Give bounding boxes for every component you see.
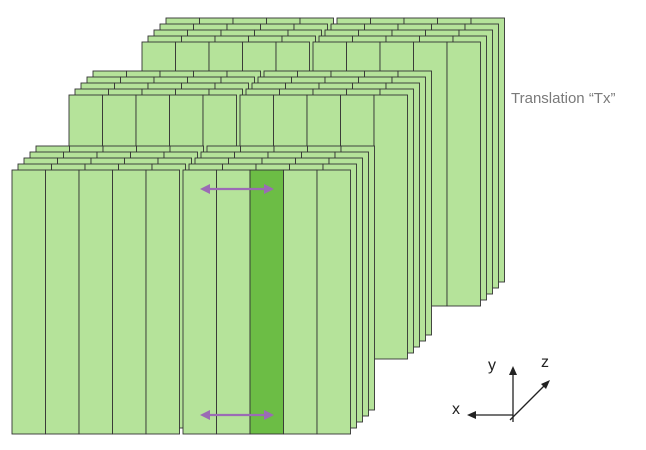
plate xyxy=(182,169,351,435)
plate-stack xyxy=(11,145,204,435)
plate-column xyxy=(78,169,113,435)
plate-column xyxy=(283,169,318,435)
plate-column xyxy=(216,169,251,435)
plate-column xyxy=(45,169,80,435)
plate-column xyxy=(316,169,351,435)
plate-column xyxy=(182,169,217,435)
translation-arrow-bottom xyxy=(200,410,274,420)
plate-column xyxy=(145,169,180,435)
plate-column xyxy=(373,94,408,360)
axis-z-label: z xyxy=(541,354,549,371)
plate xyxy=(11,169,180,435)
translation-arrow-top xyxy=(200,184,274,194)
axis-y-label: y xyxy=(488,357,496,374)
plate-stacks xyxy=(11,17,505,435)
translation-label: Translation “Tx” xyxy=(511,90,615,107)
coordinate-axes: y x z xyxy=(452,354,550,422)
plate-column xyxy=(112,169,147,435)
plate-stack xyxy=(182,145,375,435)
axis-x-label: x xyxy=(452,401,460,418)
plate-column xyxy=(446,41,481,307)
plate-column xyxy=(11,169,46,435)
highlighted-column xyxy=(249,169,284,435)
